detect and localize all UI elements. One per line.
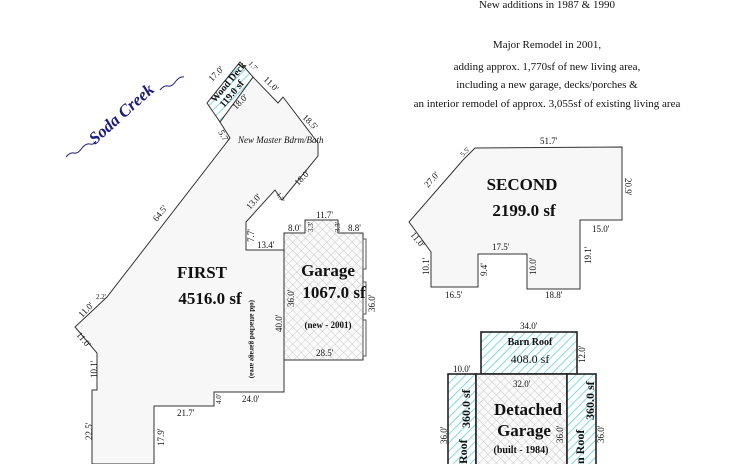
- dim-label: 32.0': [513, 379, 531, 389]
- first-floor-outline: [74, 76, 319, 464]
- detached-title: Detached: [494, 400, 563, 419]
- soda-creek-label: Soda Creek: [65, 76, 185, 158]
- first-area: 4516.0 sf: [178, 289, 242, 308]
- dim-label: 3.3': [334, 222, 342, 232]
- dim-label: 28.5': [316, 348, 334, 358]
- dim-label: 10.1': [421, 257, 431, 275]
- note-line: an interior remodel of approx. 3,055sf o…: [414, 98, 681, 110]
- garage-labels: Garage 1067.0 sf (new - 2001) 8.0' 3.3' …: [286, 210, 377, 358]
- wood-deck: [206, 61, 254, 123]
- dim-label: 17.5': [492, 242, 510, 252]
- dim-label: 17.9': [156, 428, 166, 446]
- old-garage-label: (old attached garage area): [248, 300, 256, 379]
- barn-roof-area: 408.0 sf: [511, 352, 550, 366]
- dim-label: 34.0': [520, 321, 538, 331]
- second-floor-outline: [408, 146, 623, 290]
- room-label: New Master Bdrm/Bath: [237, 135, 324, 145]
- note-line: adding approx. 1,770sf of new living are…: [454, 61, 641, 73]
- dim-label: 16.5': [445, 290, 463, 300]
- dim-label: 51.7': [540, 136, 558, 146]
- detached-garage-labels: 34.0' Barn Roof 408.0 sf 12.0' 10.0' 32.…: [439, 321, 606, 464]
- note-line: New additions in 1987 & 1990: [479, 0, 615, 11]
- dim-label: 10.1': [89, 360, 99, 378]
- garage-area: 1067.0 sf: [302, 283, 366, 302]
- dim-label: 27.0': [422, 169, 441, 189]
- second-title: SECOND: [487, 175, 558, 194]
- garage-title: Garage: [301, 261, 355, 280]
- second-floor-labels: SECOND 2199.0 sf 51.7' 20.9' 15.0' 19.1'…: [408, 136, 633, 300]
- remodel-notes: New additions in 1987 & 1990 Major Remod…: [414, 0, 681, 110]
- dim-label: 13.4': [257, 240, 275, 250]
- second-area: 2199.0 sf: [492, 201, 556, 220]
- garage-note: (new - 2001): [305, 320, 352, 330]
- dim-label: 12.0': [577, 345, 587, 363]
- dim-label: 1.7': [274, 191, 286, 204]
- detached-garage: [475, 373, 568, 464]
- dim-label: 21.7': [177, 408, 195, 418]
- detached-title: Garage: [497, 421, 551, 440]
- barn-roof: [480, 331, 578, 375]
- note-line: Major Remodel in 2001,: [493, 39, 601, 51]
- dim-label: 24.0': [242, 394, 260, 404]
- first-title: FIRST: [177, 263, 228, 282]
- dim-label: 36.0': [367, 294, 377, 312]
- barn-roof-title: Barn Roof: [508, 337, 553, 348]
- dim-label: 10.0': [528, 257, 538, 275]
- dim-label: 8.0': [288, 223, 301, 233]
- dim-label: 36.0': [555, 425, 565, 443]
- right-roof-label: n Roof: [573, 429, 587, 464]
- dim-label: 22.5': [84, 422, 94, 440]
- detached-note: (built - 1984): [494, 445, 549, 456]
- dim-label: 8.8': [348, 223, 361, 233]
- dim-label: 9.4': [479, 263, 489, 276]
- dim-label: 40.0': [274, 314, 284, 332]
- dim-label: 15.0': [592, 224, 610, 234]
- dim-label: 11.7': [316, 210, 333, 220]
- dim-label: 4.0': [215, 394, 223, 404]
- right-roof-area: 360.0 sf: [583, 380, 597, 420]
- right-roof: [566, 373, 597, 464]
- dim-label: 18.8': [545, 290, 563, 300]
- svg-text:Soda Creek: Soda Creek: [85, 79, 158, 147]
- dim-label: 36.0': [286, 289, 296, 307]
- dim-label: 36.0': [596, 425, 606, 443]
- dim-label: 1.7': [247, 60, 260, 73]
- note-line: including a new garage, decks/porches &: [456, 79, 638, 91]
- garage-doors: [362, 238, 367, 357]
- dim-label: 20.9': [623, 178, 633, 196]
- dim-label: 7.7': [246, 229, 256, 242]
- dim-label: 2.2': [96, 293, 106, 301]
- dim-label: 19.1': [583, 246, 593, 264]
- left-roof-area: 360.0 sf: [459, 388, 473, 428]
- left-roof-label: Roof: [456, 438, 470, 464]
- garage-outline: [283, 219, 364, 361]
- dim-label: 36.0': [439, 426, 449, 444]
- dim-label: 10.0': [453, 364, 471, 374]
- dim-label: 3.3': [307, 222, 315, 232]
